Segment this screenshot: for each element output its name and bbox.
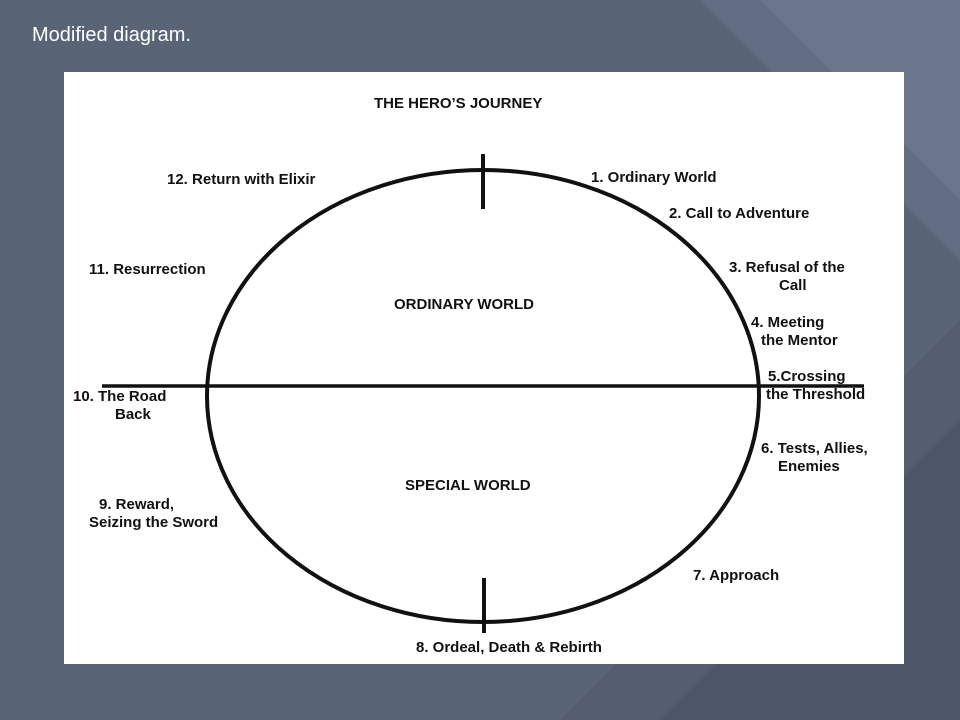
stage-9-line1: 9. Reward, [99,496,175,513]
stage-1-label: 1. Ordinary World [591,169,717,186]
stage-6-label: 6. Tests, Allies, Enemies [761,440,868,476]
stage-3-label: 3. Refusal of the Call [729,259,845,295]
stage-11-label: 11. Resurrection [89,261,206,278]
slide-caption: Modified diagram. [32,24,191,46]
stage-5-line1: 5.Crossing [768,368,846,385]
stage-5-line2: the Threshold [766,386,866,403]
stage-4-line1: 4. Meeting [751,314,825,331]
journey-diagram [102,154,864,633]
stage-6-line1: 6. Tests, Allies, [761,440,868,457]
stage-4-label: 4. Meeting the Mentor [751,314,838,350]
region-ordinary-world: ORDINARY WORLD [394,296,534,313]
diagram-title: THE HERO’S JOURNEY [374,95,543,112]
stage-9-label: 9. Reward, Seizing the Sword [89,496,218,532]
stage-8-label: 8. Ordeal, Death & Rebirth [416,639,602,656]
stage-6-line2: Enemies [778,458,840,475]
stage-12-label: 12. Return with Elixir [167,171,316,188]
stage-5-label: 5.Crossing the Threshold [766,368,866,404]
region-special-world: SPECIAL WORLD [405,477,531,494]
stage-7-label: 7. Approach [693,567,780,584]
stage-10-label: 10. The Road Back [73,388,166,424]
diagram-panel: THE HERO’S JOURNEY ORDINARY WORLD SPECIA… [64,72,904,664]
stage-2-label: 2. Call to Adventure [669,205,810,222]
stage-10-line2: Back [115,406,151,423]
stage-4-line2: the Mentor [761,332,838,349]
stage-3-line1: 3. Refusal of the [729,259,845,276]
stage-3-line2: Call [779,277,807,294]
stage-9-line2: Seizing the Sword [89,514,219,531]
stage-10-line1: 10. The Road [73,388,167,405]
journey-circle [205,168,761,624]
